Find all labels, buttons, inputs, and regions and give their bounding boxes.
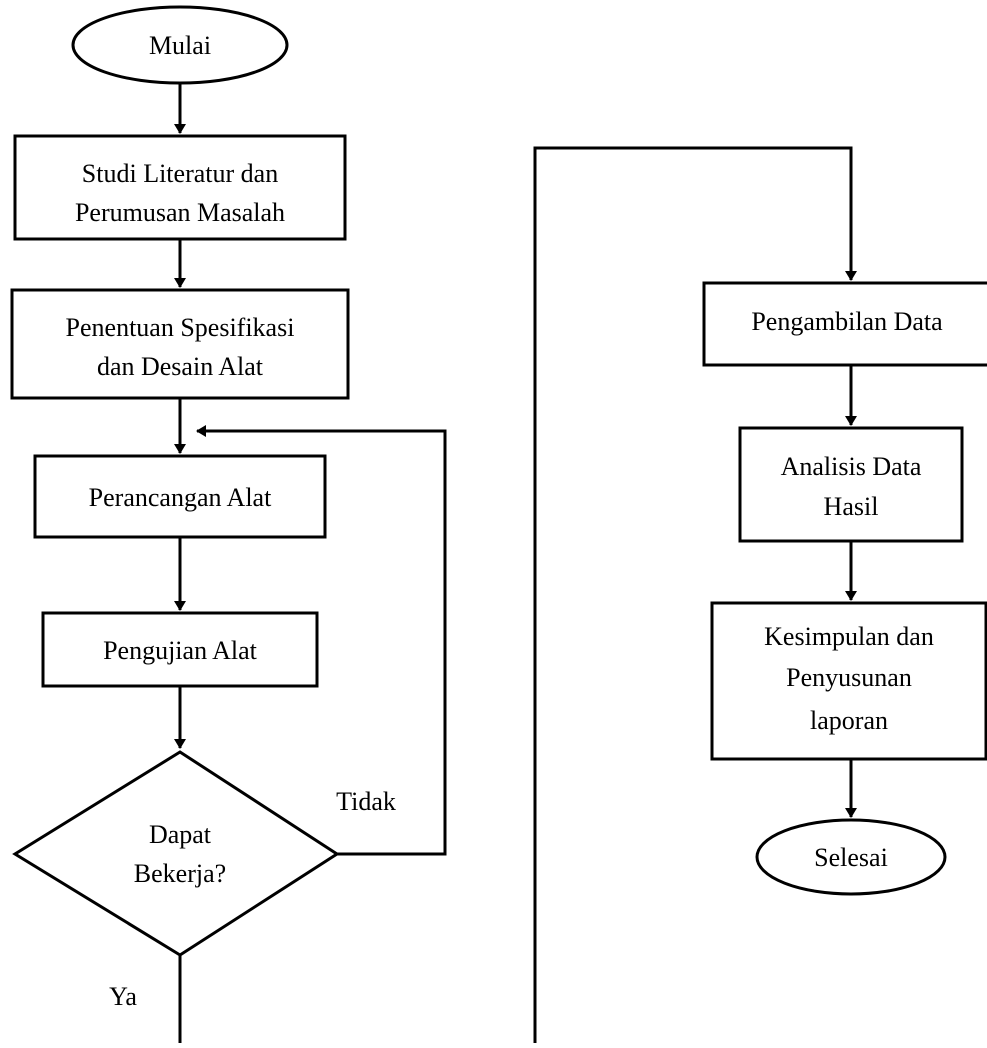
specification-label-line-2: dan Desain Alat xyxy=(97,352,264,381)
end-label: Selesai xyxy=(814,843,888,872)
testing-label: Pengujian Alat xyxy=(103,636,258,665)
literature-label-line-1: Studi Literatur dan xyxy=(82,159,278,188)
literature-label-line-2: Perumusan Masalah xyxy=(75,198,285,227)
decision-label-line-1: Dapat xyxy=(149,820,212,849)
data-collection-process: Pengambilan Data xyxy=(702,281,987,367)
analysis-label-line-1: Analisis Data xyxy=(781,452,922,481)
edge-label-yes: Ya xyxy=(109,982,137,1011)
specification-label-line-1: Penentuan Spesifikasi xyxy=(66,313,295,342)
conclusion-label-line-3: laporan xyxy=(810,706,888,735)
decision-label-line-2: Bekerja? xyxy=(134,859,226,888)
end-terminal: Selesai xyxy=(755,818,947,896)
connector-to-right-column xyxy=(533,146,857,1043)
decision-diamond: Dapat Bekerja? xyxy=(12,750,340,957)
start-terminal: Mulai xyxy=(71,5,289,85)
analysis-process: Analisis Data Hasil xyxy=(738,426,964,543)
design-process: Perancangan Alat xyxy=(33,454,327,539)
start-label: Mulai xyxy=(149,31,211,60)
design-label: Perancangan Alat xyxy=(89,483,272,512)
conclusion-label-line-1: Kesimpulan dan xyxy=(764,622,934,651)
arrow-decision-no-loop xyxy=(196,425,447,856)
conclusion-label-line-2: Penyusunan xyxy=(786,663,912,692)
edge-label-no: Tidak xyxy=(336,787,396,816)
literature-process: Studi Literatur dan Perumusan Masalah xyxy=(13,134,347,241)
conclusion-process: Kesimpulan dan Penyusunan laporan xyxy=(710,601,987,761)
analysis-label-line-2: Hasil xyxy=(824,492,879,521)
data-collection-label: Pengambilan Data xyxy=(751,307,943,336)
testing-process: Pengujian Alat xyxy=(41,611,319,688)
specification-process: Penentuan Spesifikasi dan Desain Alat xyxy=(10,288,350,400)
